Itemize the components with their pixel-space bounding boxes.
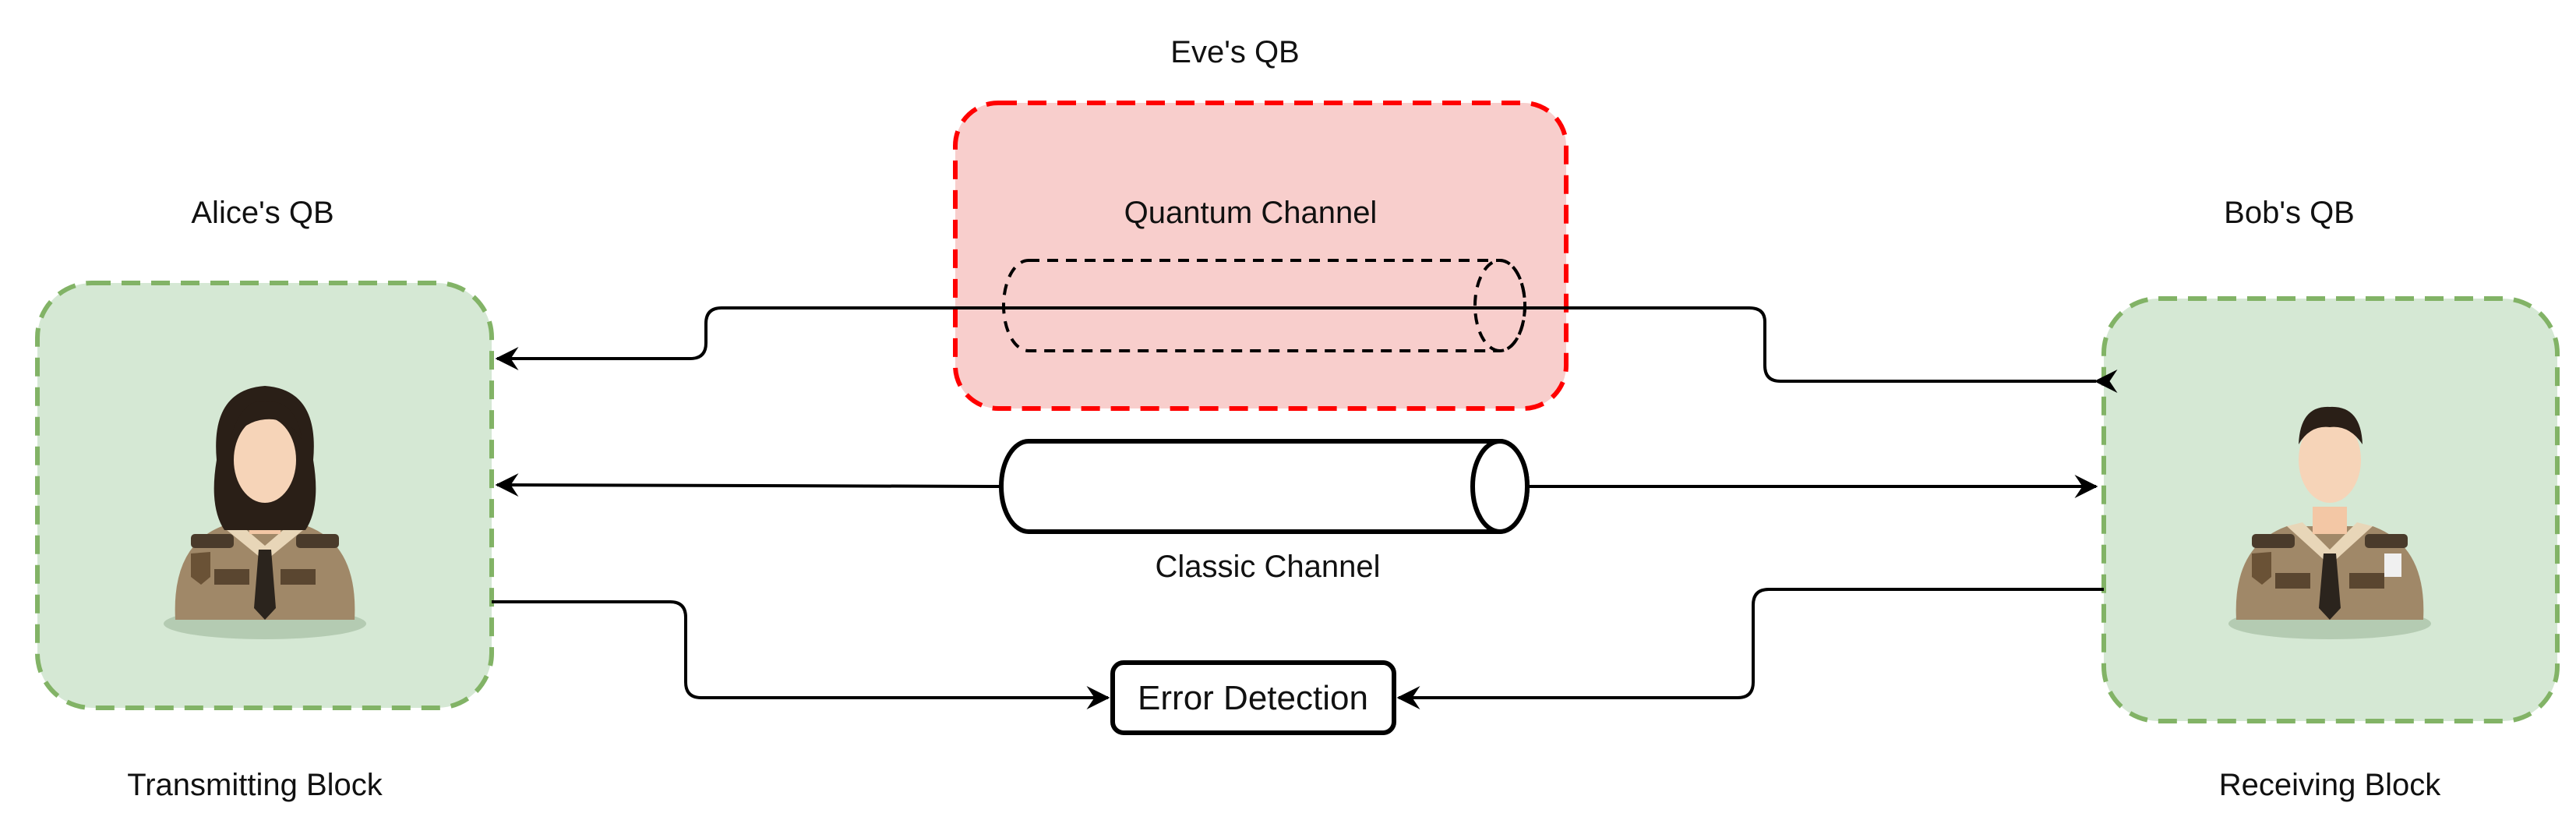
quantum-channel-label: Quantum Channel <box>1124 196 1378 230</box>
bob-to-error-detection-link <box>1396 588 2104 709</box>
male-officer-icon <box>2228 406 2431 639</box>
bob-label: Bob's QB <box>2224 196 2355 230</box>
female-officer-icon <box>164 386 366 639</box>
transmitting-block-label: Transmitting Block <box>127 768 383 802</box>
quantum-channel-link <box>495 306 2118 393</box>
eve-label: Eve's QB <box>1170 35 1299 69</box>
classic-channel-label: Classic Channel <box>1155 550 1380 584</box>
receiving-block-label: Receiving Block <box>2219 768 2442 802</box>
error-detection-label: Error Detection <box>1138 679 1368 717</box>
alice-label: Alice's QB <box>191 196 333 230</box>
error-detection-box <box>1110 660 1396 735</box>
eve-block <box>953 101 1569 411</box>
alice-to-error-detection-link <box>492 600 1110 709</box>
classic-channel-to-alice-arrow <box>495 473 1002 497</box>
classic-channel-cylinder <box>999 439 1530 534</box>
